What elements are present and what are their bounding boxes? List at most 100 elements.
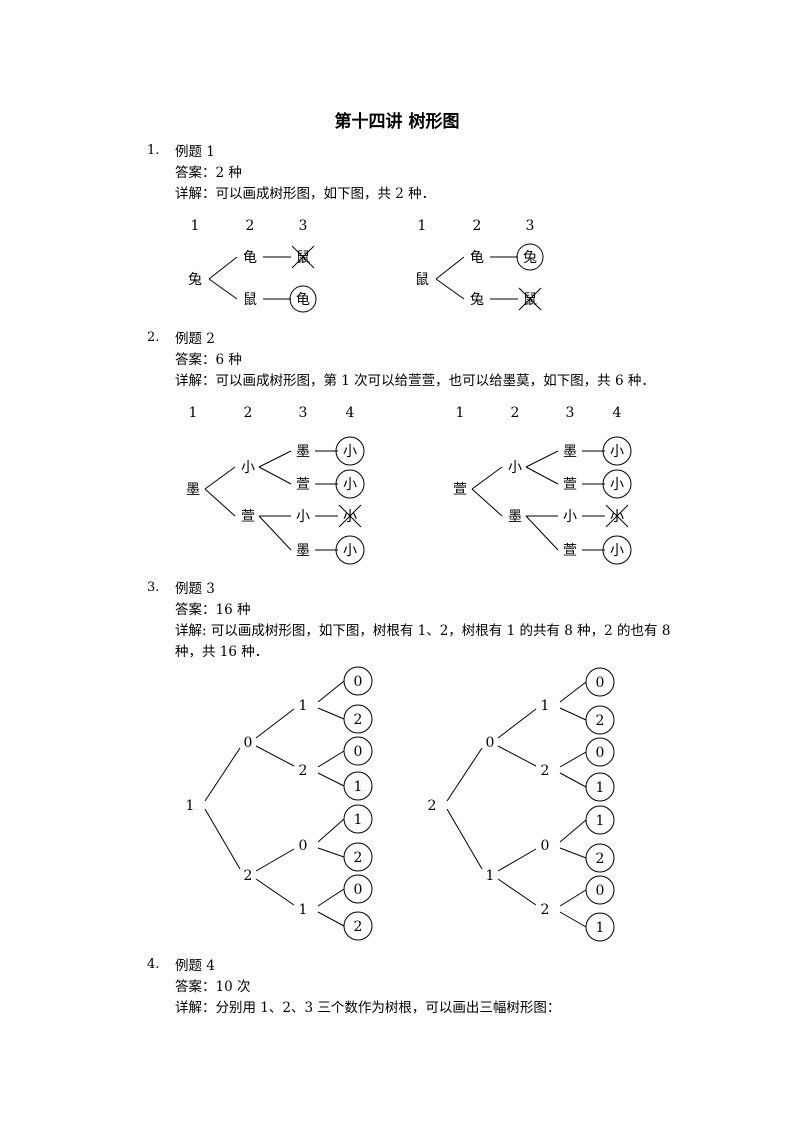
example-heading-1: 例题 1 [175,144,215,160]
tree-branch-line [255,745,295,767]
tree-branch-line [258,450,292,468]
tree-branch-line [204,466,236,490]
tree-node: 2 [541,763,550,779]
leaf-circle [585,772,615,802]
leaf-circle [585,667,615,697]
tree-node: 小 [296,509,310,525]
tree-node: 2 [244,868,253,884]
tree-leaf: 小 [610,477,624,493]
leaf-circle [585,912,615,942]
tree-root: 萱 [453,482,467,498]
tree-branch-line [258,466,292,485]
column-header: 2 [246,218,255,234]
tree-branch-line [497,848,537,872]
tree-branch-line [559,819,587,843]
tree-node: 萱 [563,543,577,559]
leaf-circle [335,535,365,565]
tree-branch-line [559,847,587,859]
tree-branch-line [559,681,587,703]
example-heading-2: 例题 2 [175,331,215,347]
tree-node: 小 [563,509,577,525]
item-number-1: 1. [147,143,160,158]
item-number-4: 4. [147,957,160,972]
leaf-circle [585,737,615,767]
answer-3: 答案：16 种 [175,602,251,618]
tree-node: 墨 [296,444,310,460]
tree-branch-line [497,745,537,767]
page-title: 第十四讲 树形图 [334,112,460,132]
tree-leaf: 2 [596,713,605,729]
tree-branch-line [559,889,587,907]
tree-branch-line [559,751,587,768]
tree-branch-line [317,680,345,703]
tree-node: 萱 [563,477,577,493]
tree-node: 萱 [241,509,255,525]
tree-node: 2 [541,902,550,918]
tree-branch-line [559,707,587,721]
tree-branch-line [497,878,537,906]
tree-root: 2 [428,798,437,814]
tree-root: 鼠 [415,272,429,288]
detail-3-line2: 种，共 16 种． [175,644,269,660]
tree-leaf: 小 [610,543,624,559]
column-header: 3 [566,405,575,421]
leaf-circle [335,436,365,466]
example-heading-3: 例题 3 [175,581,215,597]
tree-branch-line [525,466,559,485]
tree-branch-line [497,708,537,739]
leaf-circle [335,469,365,499]
tree-root: 1 [186,798,195,814]
tree-node: 龟 [243,250,257,266]
tree-leaf: 小 [343,477,357,493]
tree-root: 墨 [186,482,200,498]
tree-branch-line [317,818,345,843]
column-header: 3 [299,218,308,234]
tree-branch-line [446,808,483,870]
tree-branch-line [317,847,345,858]
tree-leaf: 0 [354,674,363,690]
tree-node: 0 [244,735,253,751]
tree-branch-line [204,488,236,517]
tree-node: 鼠 [243,292,257,308]
detail-1: 详解：可以画成树形图，如下图，共 2 种． [175,186,436,202]
cross-out-mark [291,245,315,269]
answer-1: 答案：2 种 [175,165,242,181]
tree-node: 0 [299,838,308,854]
tree-branch-line [317,888,345,907]
tree-leaf: 0 [596,675,605,691]
leaf-circle [343,842,373,872]
tree-leaf: 1 [596,920,605,936]
tree-branch-line [255,708,295,739]
tree-branch-line [317,911,345,927]
tree-leaf: 1 [596,813,605,829]
column-header: 3 [299,405,308,421]
tree-branch-line [559,772,587,788]
leaf-circle [602,535,632,565]
tree-node: 0 [541,838,550,854]
leaf-circle [585,843,615,873]
cross-out-mark [518,287,542,311]
tree-leaf: 小 [343,543,357,559]
tree-root: 兔 [188,272,202,288]
tree-branch-line [525,450,559,468]
leaf-circle [585,705,615,735]
tree-leaf: 1 [596,780,605,796]
tree-branch-line [471,466,503,490]
column-header: 2 [473,218,482,234]
tree-branch-line [317,772,345,787]
tree-node: 1 [541,698,550,714]
tree-branch-line [525,515,559,551]
item-number-2: 2. [147,330,160,345]
tree-branch-line [208,278,238,300]
column-header: 1 [418,218,427,234]
leaf-circle [343,804,373,834]
tree-leaf: 2 [354,712,363,728]
tree-branch-line [317,750,345,768]
detail-4: 详解：分别用 1、2、3 三个数作为树根，可以画出三幅树形图： [175,1000,561,1016]
column-header: 3 [526,218,535,234]
leaf-circle [343,736,373,766]
leaf-circle [585,875,615,905]
tree-branch-line [204,808,241,870]
tree-node: 小 [241,460,255,476]
